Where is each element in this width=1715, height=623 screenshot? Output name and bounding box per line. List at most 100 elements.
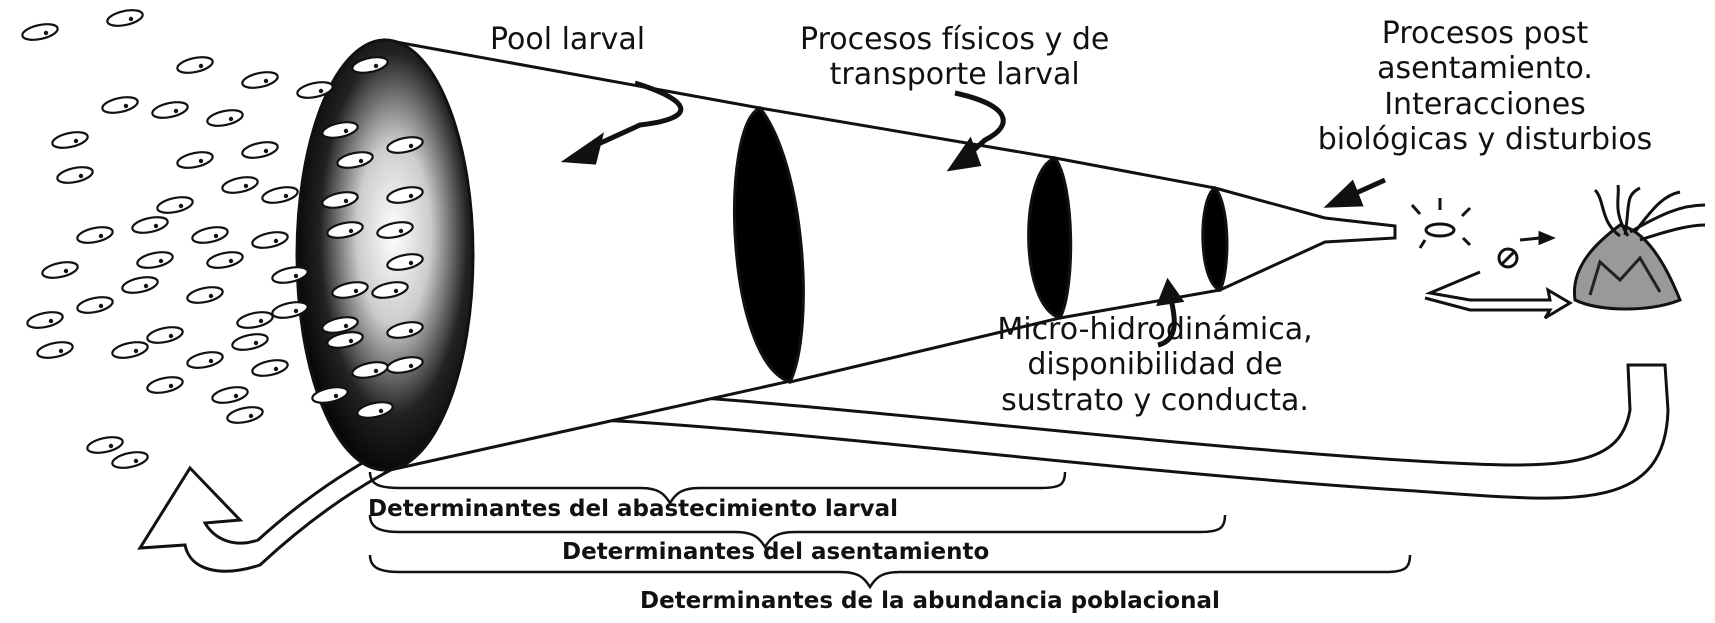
larva-eye [108, 443, 114, 449]
larva-icon [311, 386, 349, 404]
larva-eye [73, 138, 79, 144]
larva-icon [386, 186, 424, 204]
larva-eye [318, 88, 324, 94]
larva-icon [386, 356, 424, 374]
coral-recruit-icon [1573, 184, 1706, 311]
larva-icon [386, 253, 424, 271]
larva-icon [111, 451, 149, 469]
label-post-asentamiento-line3: Interacciones [1384, 86, 1586, 122]
brace-abundancia [368, 554, 1412, 590]
larva-icon [221, 176, 259, 194]
larva-icon [321, 121, 359, 139]
label-procesos-fisicos-line1: Procesos físicos y de [800, 22, 1110, 57]
larvae-swarm [21, 9, 424, 469]
brace-label-abundancia: Determinantes de la abundancia poblacion… [640, 588, 1220, 614]
brace-abastecimiento [368, 471, 1067, 506]
larva-icon [76, 296, 114, 314]
larva-eye [283, 193, 289, 199]
larva-icon [331, 281, 369, 299]
larva-icon [86, 436, 124, 454]
larva-eye [168, 333, 174, 339]
larva-eye [373, 368, 379, 374]
larva-eye [273, 366, 279, 372]
larva-icon [241, 141, 279, 159]
brace-label-asentamiento: Determinantes del asentamiento [562, 539, 990, 565]
larva-icon [191, 226, 229, 244]
larva-icon [351, 56, 389, 74]
larva-eye [198, 158, 204, 164]
larva-icon [236, 311, 274, 329]
larva-icon [41, 261, 79, 279]
larva-eye [263, 78, 269, 84]
larva-eye [158, 258, 164, 264]
larva-icon [36, 341, 74, 359]
funnel-cone-3 [1027, 156, 1222, 320]
larva-eye [123, 103, 129, 109]
larva-icon [241, 71, 279, 89]
larva-icon [121, 276, 159, 294]
larva-eye [293, 273, 299, 279]
larva-eye [398, 228, 404, 234]
larva-icon [271, 301, 309, 319]
funnel-cone-1 [295, 38, 797, 472]
larva-icon [371, 281, 409, 299]
larva-eye [408, 143, 414, 149]
larva-eye [208, 293, 214, 299]
larva-icon [21, 23, 59, 41]
larva-icon [251, 359, 289, 377]
larva-icon [211, 386, 249, 404]
larva-icon [326, 221, 364, 239]
larva-eye [228, 258, 234, 264]
larva-eye [263, 148, 269, 154]
larva-icon [386, 321, 424, 339]
larva-eye [58, 348, 64, 354]
larva-icon [106, 9, 144, 27]
larva-eye [133, 348, 139, 354]
larva-icon [156, 196, 194, 214]
label-micro-line3: sustrato y conducta. [1001, 382, 1309, 418]
larva-icon [231, 333, 269, 351]
larva-eye [408, 363, 414, 369]
larva-eye [198, 63, 204, 69]
curved-arrow-icon [560, 80, 1387, 348]
larva-eye [293, 308, 299, 314]
larva-icon [151, 101, 189, 119]
larva-eye [393, 288, 399, 294]
larva-icon [26, 311, 64, 329]
larva-icon [76, 226, 114, 244]
settling-larva-icon [1410, 198, 1573, 320]
larva-eye [248, 413, 254, 419]
larva-icon [296, 81, 334, 99]
larva-icon [186, 286, 224, 304]
larva-eye [128, 16, 134, 22]
larva-eye [168, 383, 174, 389]
larva-eye [343, 198, 349, 204]
larva-eye [63, 268, 69, 274]
larva-eye [378, 408, 384, 414]
larva-icon [226, 406, 264, 424]
larva-eye [98, 233, 104, 239]
larva-eye [258, 318, 264, 324]
larva-eye [358, 158, 364, 164]
label-post-asentamiento: Procesos post asentamiento. Interaccione… [1290, 16, 1680, 158]
larva-eye [143, 283, 149, 289]
brace-asentamiento [368, 514, 1227, 550]
larva-icon [356, 401, 394, 419]
larva-eye [153, 223, 159, 229]
larva-icon [131, 216, 169, 234]
label-procesos-fisicos-line2: transporte larval [829, 57, 1080, 93]
larva-eye [178, 203, 184, 209]
larva-eye [228, 116, 234, 122]
larva-icon [186, 351, 224, 369]
larva-icon [146, 326, 184, 344]
larva-eye [343, 323, 349, 329]
label-post-asentamiento-line1: Procesos post [1381, 16, 1589, 51]
larva-icon [176, 151, 214, 169]
larva-icon [136, 251, 174, 269]
larva-icon [376, 221, 414, 239]
larva-eye [43, 30, 49, 36]
larva-eye [408, 193, 414, 199]
larva-icon [56, 166, 94, 184]
larva-icon [326, 331, 364, 349]
